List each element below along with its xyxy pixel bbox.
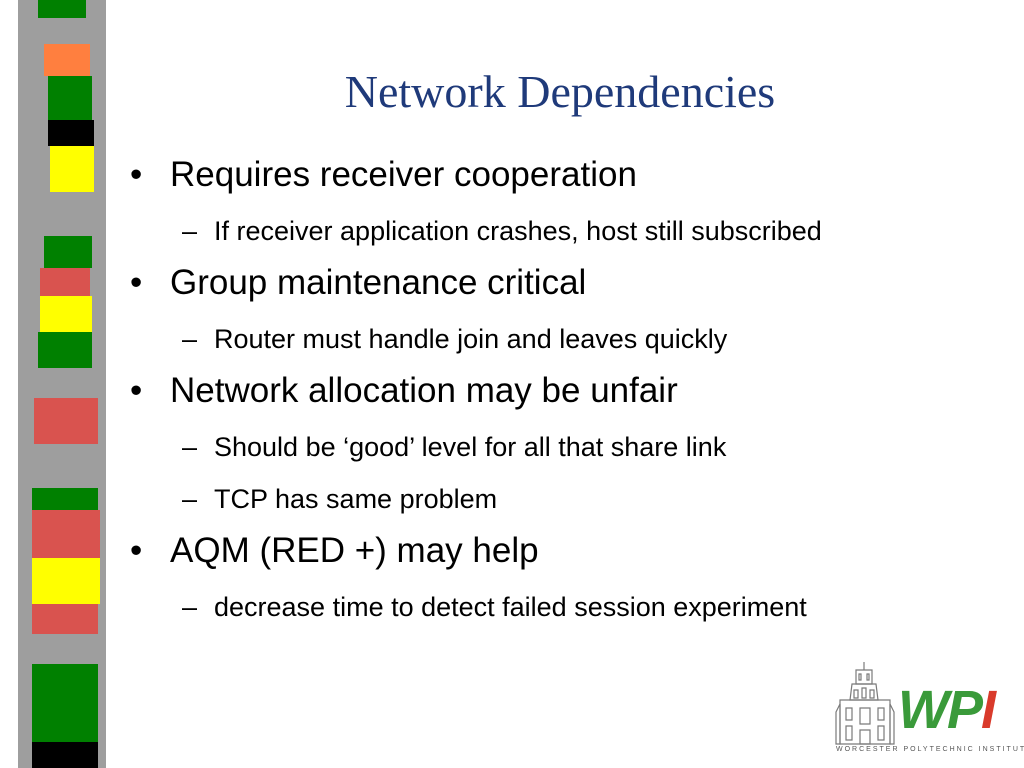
bullet-item: • Requires receiver cooperation [130, 152, 990, 198]
sub-bullet-item: – TCP has same problem [130, 480, 990, 518]
wpi-tower-icon [835, 662, 895, 745]
sub-bullet-text: Should be ‘good’ level for all that shar… [214, 432, 727, 462]
bullet-item: • AQM (RED +) may help [130, 528, 990, 574]
stripe-block [40, 296, 92, 332]
bullet-list: • Requires receiver cooperation – If rec… [130, 152, 990, 626]
stripe-block [48, 120, 94, 146]
logo-letters: WPI [898, 680, 996, 740]
bullet-dot-icon: • [130, 371, 143, 410]
stripe-block [32, 488, 98, 510]
stripe-block [40, 268, 90, 296]
sub-bullet-item: – decrease time to detect failed session… [130, 588, 990, 626]
stripe-block [34, 398, 98, 444]
bullet-item: • Network allocation may be unfair [130, 368, 990, 414]
dash-icon: – [182, 432, 198, 462]
bullet-text: AQM (RED +) may help [170, 531, 539, 570]
sub-bullet-item: – If receiver application crashes, host … [130, 212, 990, 250]
stripe-block [44, 44, 90, 76]
stripe-block [32, 604, 98, 634]
stripe-block [38, 0, 86, 18]
bullet-text: Requires receiver cooperation [170, 155, 637, 194]
stripe-block [32, 742, 98, 768]
bullet-text: Group maintenance critical [170, 263, 587, 302]
sub-bullet-text: decrease time to detect failed session e… [214, 592, 807, 622]
dash-icon: – [182, 592, 198, 622]
stripe-block [48, 76, 92, 120]
sub-bullet-text: Router must handle join and leaves quick… [214, 324, 728, 354]
sub-bullet-item: – Router must handle join and leaves qui… [130, 320, 990, 358]
bullet-text: Network allocation may be unfair [170, 371, 678, 410]
bullet-dot-icon: • [130, 263, 143, 302]
bullet-item: • Group maintenance critical [130, 260, 990, 306]
dash-icon: – [182, 216, 198, 246]
stripe-block [32, 664, 98, 742]
bullet-dot-icon: • [130, 531, 143, 570]
dash-icon: – [182, 484, 198, 514]
decorative-stripe [18, 0, 106, 768]
logo-tagline: WORCESTER POLYTECHNIC INSTITUTE [836, 746, 1024, 753]
stripe-block [44, 236, 92, 268]
stripe-block [50, 146, 94, 192]
stripe-block [32, 558, 100, 604]
slide-title: Network Dependencies [344, 66, 776, 117]
sub-bullet-text: If receiver application crashes, host st… [214, 216, 822, 246]
sub-bullet-text: TCP has same problem [214, 484, 498, 514]
stripe-block [38, 332, 92, 368]
dash-icon: – [182, 324, 198, 354]
stripe-block [32, 510, 100, 558]
sub-bullet-item: – Should be ‘good’ level for all that sh… [130, 428, 990, 466]
bullet-dot-icon: • [130, 155, 143, 194]
wpi-logo: WPI WORCESTER POLYTECHNIC INSTITUTE [834, 660, 1024, 764]
